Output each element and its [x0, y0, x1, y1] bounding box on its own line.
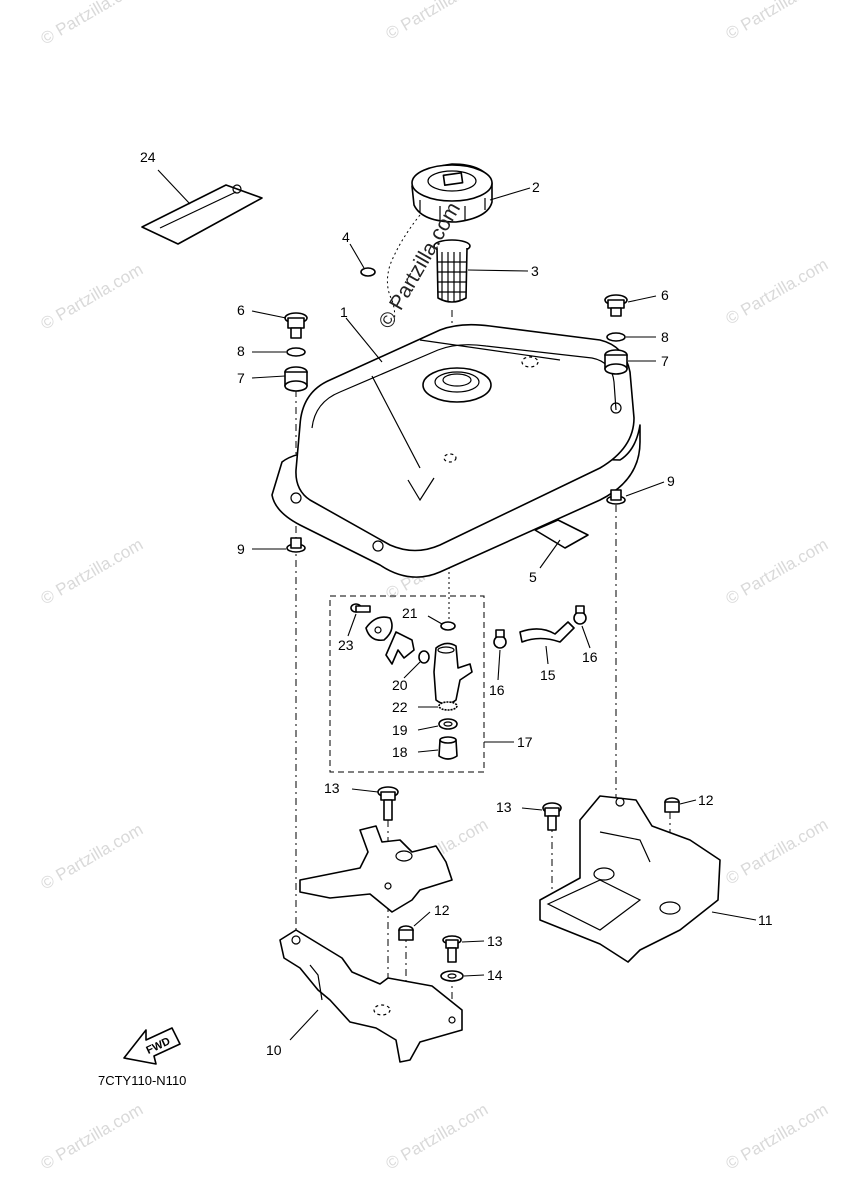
watermark: © Partzilla.com: [38, 260, 147, 334]
callout-6-left: 6: [237, 302, 245, 318]
callout-8-right: 8: [661, 329, 669, 345]
bolt-part-13-upper: [377, 786, 399, 821]
callout-20: 20: [392, 677, 408, 693]
watermark: © Partzilla.com: [38, 0, 147, 48]
callout-10: 10: [266, 1042, 282, 1058]
callout-18: 18: [392, 744, 408, 760]
callout-13-right: 13: [496, 799, 512, 815]
callout-4: 4: [342, 229, 350, 245]
grommet-part-7-right: [604, 349, 628, 375]
bracket-part-10: [279, 929, 463, 1063]
cup-part-18: [438, 739, 458, 760]
callout-23: 23: [338, 637, 354, 653]
callout-22: 22: [392, 699, 408, 715]
callout-11: 11: [758, 912, 773, 928]
fuel-tank-part-1: [271, 323, 641, 578]
bracket-part-11: [539, 795, 721, 963]
collar-part-9-left: [286, 537, 306, 553]
grommet-part-7-left: [284, 366, 308, 392]
callout-9-left: 9: [237, 541, 245, 557]
bolt-part-13-lower: [442, 935, 462, 963]
bolt-part-6-right: [604, 294, 628, 317]
callout-7-right: 7: [661, 353, 669, 369]
collar-part-9-right: [606, 489, 626, 505]
callout-3: 3: [531, 263, 539, 279]
fuel-hose-part-15: [519, 621, 575, 643]
watermark: © Partzilla.com: [723, 535, 832, 609]
watermark: © Partzilla.com: [723, 255, 832, 329]
callout-2: 2: [532, 179, 540, 195]
callout-14: 14: [487, 967, 503, 983]
washer-part-14: [440, 970, 464, 982]
strainer-part-3: [433, 239, 471, 303]
callout-24: 24: [140, 149, 156, 165]
watermark: © Partzilla.com: [723, 1100, 832, 1174]
screw-part-23: [350, 603, 371, 613]
callout-13-lower: 13: [487, 933, 503, 949]
pad-part-5: [534, 519, 589, 549]
callout-21: 21: [402, 605, 418, 621]
washer-part-8-left: [286, 347, 306, 357]
washer-part-4: [360, 267, 376, 277]
callout-16-left: 16: [489, 682, 505, 698]
watermark: © Partzilla.com: [383, 0, 492, 43]
callout-16-right: 16: [582, 649, 598, 665]
callout-17: 17: [517, 734, 533, 750]
leader-lines: [157, 169, 757, 1041]
callout-6-right: 6: [661, 287, 669, 303]
cap-chain: [386, 214, 421, 323]
bolt-part-6-left: [284, 312, 308, 339]
fuel-cock-assembly-box: [329, 595, 485, 773]
fuel-cap-part-2: [411, 163, 493, 223]
cock-bracket: [299, 825, 453, 913]
watermark: © Partzilla.com: [38, 535, 147, 609]
callout-15: 15: [540, 667, 556, 683]
diagram-code: 7CTY110-N110: [98, 1073, 186, 1088]
washer-part-8-right: [606, 332, 626, 342]
callout-19: 19: [392, 722, 408, 738]
watermark: © Partzilla.com: [38, 820, 147, 894]
decal-part-24: [141, 184, 263, 245]
grommet-part-12-center: [398, 925, 414, 941]
screen-part-22: [438, 701, 458, 711]
callout-13-upper: 13: [324, 780, 340, 796]
watermark: © Partzilla.com: [38, 1100, 147, 1174]
watermark: © Partzilla.com: [383, 1100, 492, 1174]
clamp-part-16-right: [573, 605, 587, 625]
o-ring-part-20: [418, 650, 430, 664]
grommet-part-12-right: [664, 797, 680, 813]
callout-1: 1: [340, 304, 348, 320]
o-ring-part-21: [440, 621, 456, 631]
watermark: © Partzilla.com: [723, 0, 832, 43]
callout-12-right: 12: [698, 792, 714, 808]
clamp-part-16-left: [493, 629, 507, 649]
callout-5: 5: [529, 569, 537, 585]
watermark: © Partzilla.com: [723, 815, 832, 889]
forward-arrow: FWD: [123, 1027, 181, 1065]
callout-12-center: 12: [434, 902, 450, 918]
bolt-part-13-right: [542, 802, 562, 831]
fuel-cock-parts: [350, 603, 473, 760]
callout-8-left: 8: [237, 343, 245, 359]
callout-9-right: 9: [667, 473, 675, 489]
callout-7-left: 7: [237, 370, 245, 386]
callouts: 24 2 3 4 1 6 8 7 6 8 7 9 9 5 21 23 20 16…: [140, 149, 773, 1058]
gasket-part-19: [438, 718, 458, 730]
